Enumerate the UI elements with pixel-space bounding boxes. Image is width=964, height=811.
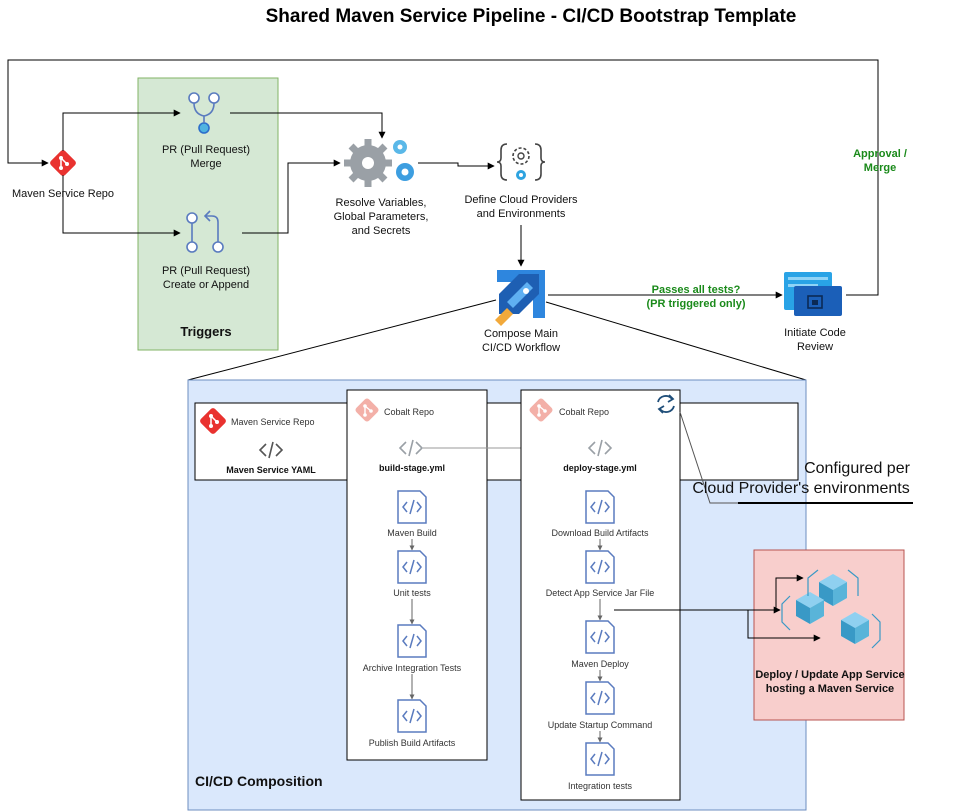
code-file-icon [397,699,427,733]
pull-request-icon [186,210,224,253]
deploy-step-3: Maven Deploy [571,659,629,669]
code-config-icon [496,143,546,181]
deploy-yaml-label: deploy-stage.yml [563,463,637,473]
build-step-2: Unit tests [393,588,431,598]
resolve-line2: Global Parameters, [334,211,429,223]
gears-icon [344,139,414,187]
code-file-icon [397,550,427,584]
cubes-icon [781,569,881,649]
deploy-target-line1: Deploy / Update App Service [755,669,904,681]
triggers-heading: Triggers [180,324,231,339]
code-file-icon [585,490,615,524]
connector-repo-to-pr [62,175,181,237]
connector-deploy-to-target-2 [747,610,821,642]
connector-approval-loop [7,59,879,296]
git-logo-icon [48,148,78,178]
build-yaml-label: build-stage.yml [379,463,445,473]
review-line2: Review [797,341,833,353]
merge-icon [188,92,220,134]
zoom-line-right [545,301,807,381]
build-step-3: Archive Integration Tests [363,663,462,673]
configured-line1: Configured per [804,460,911,477]
connector-deploy-to-target-3 [775,574,804,610]
zoom-line-left [187,299,497,381]
deploy-step-2: Detect App Service Jar File [546,588,655,598]
compose-line1: Compose Main [484,328,558,340]
code-file-icon [397,490,427,524]
connector-repo-to-merge [62,109,181,151]
code-file-icon [585,681,615,715]
passes-line2: (PR triggered only) [646,298,745,310]
connector-pr-to-resolve [242,159,341,234]
code-file-icon [397,624,427,658]
build-step-1: Maven Build [387,528,437,538]
maven-service-yaml-box [194,402,799,481]
code-file-icon [585,550,615,584]
passes-line1: Passes all tests? [652,284,741,296]
pr-merge-line2: Merge [190,158,221,170]
connector-merge-to-resolve [230,112,386,139]
deploy-target-line2: hosting a Maven Service [766,683,894,695]
compose-line2: CI/CD Workflow [482,342,560,354]
approval-line1: Approval / [853,148,907,160]
deploy-step-5: Integration tests [568,781,633,791]
connector-resolve-to-define [418,162,495,170]
define-line1: Define Cloud Providers [464,194,578,206]
build-step-4: Publish Build Artifacts [369,738,456,748]
repo-box-label: Maven Service Repo [231,417,315,427]
resolve-line1: Resolve Variables, [336,197,427,209]
code-review-icon [784,272,842,316]
code-file-icon [585,620,615,654]
resolve-line3: and Secrets [352,225,411,237]
diagram-title: Shared Maven Service Pipeline - CI/CD Bo… [266,6,797,27]
yaml-box-label: Maven Service YAML [226,465,316,475]
pr-create-line2: Create or Append [163,279,249,291]
define-line2: and Environments [477,208,566,220]
pr-create-line1: PR (Pull Request) [162,265,250,277]
deploy-step-1: Download Build Artifacts [551,528,649,538]
refresh-icon [657,394,675,414]
azure-pipelines-icon [495,270,545,326]
pr-merge-line1: PR (Pull Request) [162,144,250,156]
build-repo-label: Cobalt Repo [384,407,434,417]
approval-line2: Merge [864,162,896,174]
review-line1: Initiate Code [784,327,846,339]
configured-line2: Cloud Provider's environments [692,480,909,497]
deploy-step-4: Update Startup Command [548,720,653,730]
composition-heading: CI/CD Composition [195,773,323,789]
deploy-repo-label: Cobalt Repo [559,407,609,417]
code-file-icon [585,742,615,776]
